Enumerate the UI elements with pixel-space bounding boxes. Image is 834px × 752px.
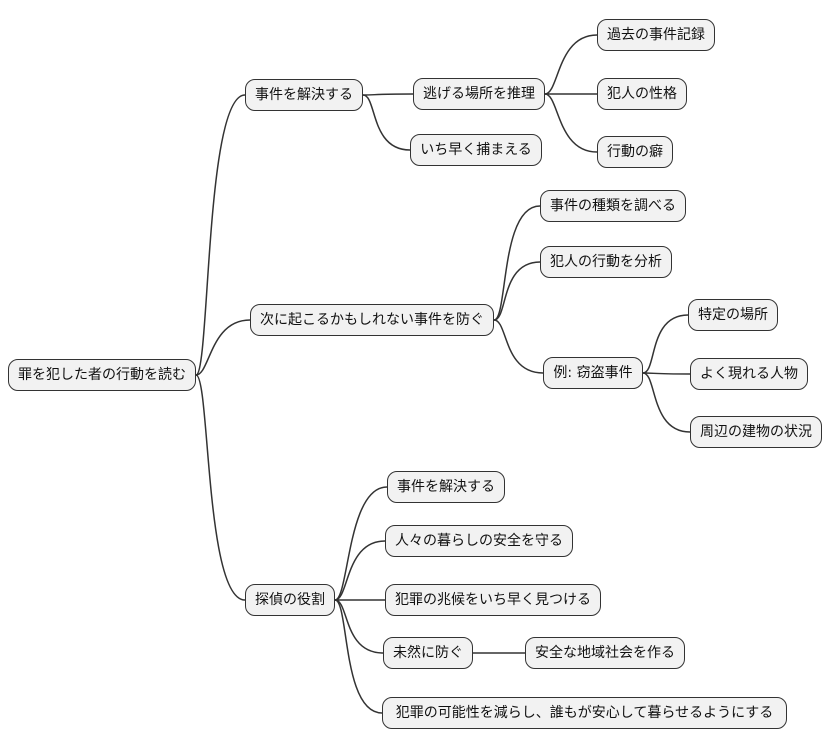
mindmap-node-catch-quickly: いち早く捕まえる bbox=[410, 134, 542, 166]
mindmap-node-spot-crime-signs: 犯罪の兆候をいち早く見つける bbox=[385, 584, 601, 616]
edge-n1a-n1a1 bbox=[544, 34, 598, 95]
mindmap-node-solve-case-2: 事件を解決する bbox=[387, 471, 505, 503]
edge-n1-n1b bbox=[362, 94, 411, 151]
mindmap-node-nearby-buildings: 周辺の建物の状況 bbox=[690, 416, 822, 448]
mindmap-node-past-records: 過去の事件記録 bbox=[597, 19, 715, 51]
mindmap-node-detective-role: 探偵の役割 bbox=[245, 584, 335, 616]
edge-n3-n3a bbox=[334, 486, 388, 601]
mindmap-node-frequent-person: よく現れる人物 bbox=[690, 358, 808, 390]
edge-n2-n2b bbox=[493, 261, 541, 321]
edge-root-n3 bbox=[195, 374, 246, 601]
mindmap-node-reduce-crime: 犯罪の可能性を減らし、誰もが安心して暮らせるようにする bbox=[382, 697, 787, 729]
mindmap-node-behavior-habit: 行動の癖 bbox=[597, 136, 673, 168]
mindmap-node-solve-case: 事件を解決する bbox=[245, 79, 363, 111]
mindmap-node-example-theft: 例: 窃盗事件 bbox=[543, 357, 643, 389]
edge-n2c-n2c1 bbox=[642, 314, 689, 374]
mindmap-node-culprit-character: 犯人の性格 bbox=[597, 78, 687, 110]
edge-root-n1 bbox=[195, 94, 246, 376]
edge-root-n2 bbox=[195, 319, 251, 376]
mindmap-node-specific-place: 特定の場所 bbox=[688, 299, 778, 331]
mindmap-node-examine-case-type: 事件の種類を調べる bbox=[540, 190, 686, 222]
mindmap-node-root: 罪を犯した者の行動を読む bbox=[8, 359, 196, 391]
mindmap-node-safe-community: 安全な地域社会を作る bbox=[525, 637, 685, 669]
mindmap-node-prevent-advance: 未然に防ぐ bbox=[383, 637, 473, 669]
mindmap-node-analyze-behavior: 犯人の行動を分析 bbox=[540, 246, 672, 278]
edge-n2-n2c bbox=[493, 319, 544, 374]
edge-n2c-n2c2 bbox=[642, 372, 691, 375]
mindmap-node-deduce-escape: 逃げる場所を推理 bbox=[413, 78, 545, 110]
mindmap-node-prevent-next-case: 次に起こるかもしれない事件を防ぐ bbox=[250, 304, 494, 336]
mindmap-node-protect-safety: 人々の暮らしの安全を守る bbox=[385, 525, 573, 557]
edge-n3-n3b bbox=[334, 540, 386, 601]
edge-n2-n2a bbox=[493, 205, 541, 321]
edge-n1-n1a bbox=[362, 93, 414, 96]
edge-n3-n3e bbox=[334, 599, 383, 714]
edge-n3-n3d bbox=[334, 599, 384, 654]
edge-n1a-n1a3 bbox=[544, 93, 598, 153]
edge-n2c-n2c3 bbox=[642, 372, 691, 433]
